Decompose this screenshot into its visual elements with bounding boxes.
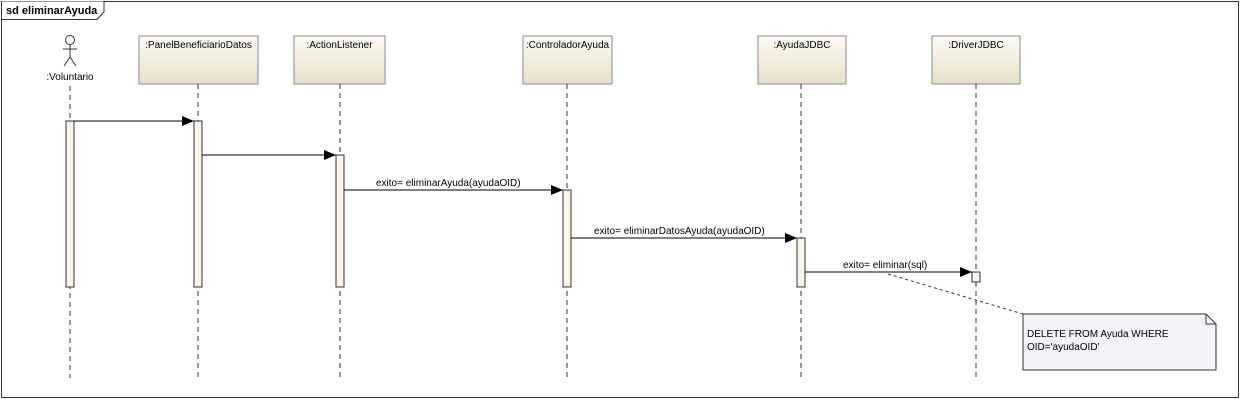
message-label-3: exito= eliminarAyuda(ayudaOID)	[376, 178, 521, 189]
lifeline-label-driver: :DriverJDBC	[948, 40, 1004, 51]
lifeline-driver-head: :DriverJDBC	[931, 35, 1021, 85]
note-connector	[887, 273, 1024, 315]
lifeline-label-listener: :ActionListener	[306, 40, 373, 51]
frame-tab	[1, 1, 105, 20]
lifeline-label-panel: :PanelBeneficiarioDatos	[145, 40, 252, 51]
stick-figure-icon	[63, 35, 77, 67]
activation-actor	[65, 120, 75, 288]
lifeline-controlador-head: :ControladorAyuda	[522, 35, 613, 85]
note-line-1: DELETE FROM Ayuda WHERE	[1027, 329, 1169, 340]
activation-jdbc	[796, 237, 806, 288]
lifeline-label-controlador: :ControladorAyuda	[526, 40, 610, 51]
activation-listener	[335, 154, 345, 288]
activation-driver	[971, 271, 981, 283]
lifeline-listener-head: :ActionListener	[293, 35, 386, 85]
lifeline-panel-head: :PanelBeneficiarioDatos	[138, 35, 259, 85]
activation-controlador	[562, 189, 572, 288]
activation-panel	[193, 120, 203, 288]
sql-note: DELETE FROM Ayuda WHERE OID='ayudaOID'	[1022, 313, 1217, 371]
message-label-4: exito= eliminarDatosAyuda(ayudaOID)	[594, 226, 765, 237]
actor-voluntario: :Voluntario	[46, 35, 94, 83]
note-line-2: OID='ayudaOID'	[1027, 342, 1100, 353]
message-label-5: exito= eliminar(sql)	[843, 260, 927, 271]
lifeline-label-jdbc: :AyudaJDBC	[773, 40, 830, 51]
actor-label: :Voluntario	[46, 72, 94, 83]
frame-title: sd eliminarAyuda	[6, 5, 98, 17]
lifeline-jdbc-head: :AyudaJDBC	[757, 35, 847, 85]
